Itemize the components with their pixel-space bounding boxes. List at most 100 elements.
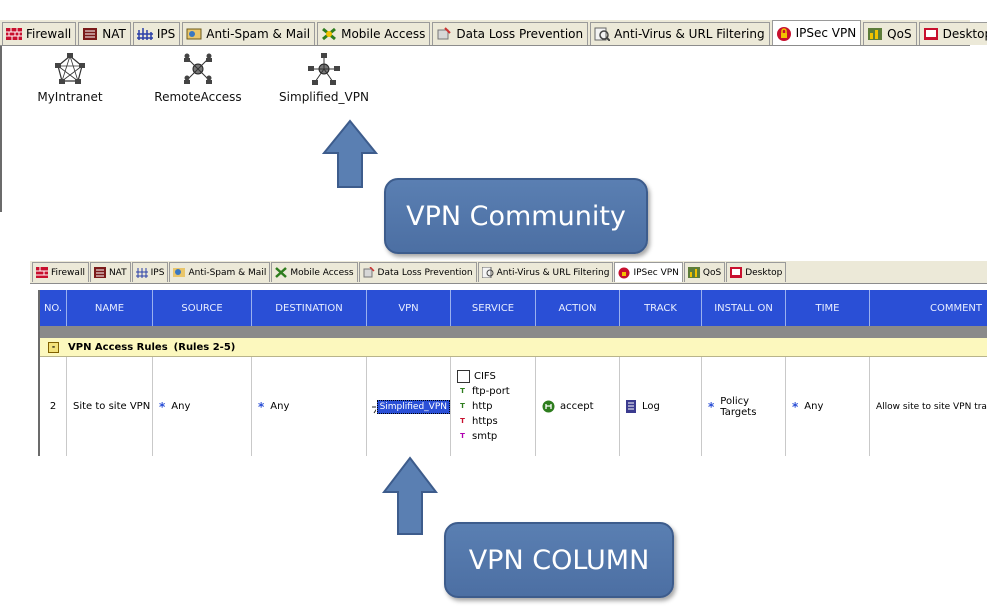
tab-label: QoS (702, 267, 722, 278)
table-header: NO. NAME SOURCE DESTINATION VPN SERVICE … (40, 290, 987, 326)
tab-ipsec-vpn[interactable]: IPSec VPN (614, 262, 683, 282)
tab-label: Firewall (26, 27, 72, 41)
column-header-source[interactable]: SOURCE (153, 290, 252, 326)
tcp-service-icon: T (460, 387, 465, 395)
tab-label: Mobile Access (341, 27, 426, 41)
tab-firewall[interactable]: Firewall (32, 262, 89, 282)
policy-tab-bar-small: Firewall NAT IPS Anti-Spam & Mail Mobile… (30, 261, 987, 284)
rule-name[interactable]: Site to site VPN (67, 357, 153, 456)
tab-ips[interactable]: IPS (132, 22, 181, 45)
tcp-service-icon: T (460, 432, 465, 440)
tab-nat[interactable]: NAT (89, 262, 131, 282)
header-divider (40, 326, 987, 338)
column-header-no[interactable]: NO. (40, 290, 67, 326)
tab-label: Anti-Spam & Mail (188, 267, 267, 278)
rule-vpn[interactable]: Simplified_VPN (367, 357, 451, 456)
column-header-comment[interactable]: COMMENT (870, 290, 987, 326)
community-label: MyIntranet (37, 90, 103, 104)
tab-anti-spam[interactable]: Anti-Spam & Mail (182, 22, 316, 45)
tab-anti-virus[interactable]: Anti-Virus & URL Filtering (477, 262, 614, 282)
service-item: CIFS (457, 370, 496, 383)
table-row[interactable]: 2 Site to site VPN * Any * Any Simplifie… (40, 357, 987, 456)
tab-label: Anti-Spam & Mail (206, 27, 311, 41)
rule-source[interactable]: * Any (153, 357, 252, 456)
column-header-destination[interactable]: DESTINATION (252, 290, 367, 326)
any-star-icon: * (159, 399, 166, 414)
tab-desktop[interactable]: Desktop (918, 22, 987, 45)
source-value: Any (171, 401, 191, 412)
any-star-icon: * (708, 399, 715, 414)
tab-mobile-access[interactable]: Mobile Access (271, 262, 358, 282)
tab-qos[interactable]: QoS (863, 22, 917, 45)
service-group-icon (457, 370, 470, 383)
rule-comment[interactable]: Allow site to site VPN traffic (876, 401, 987, 412)
tab-label: QoS (887, 27, 912, 41)
tab-label: Anti-Virus & URL Filtering (496, 267, 610, 278)
community-simplified-vpn[interactable]: Simplified_VPN (264, 52, 384, 104)
tab-nat[interactable]: NAT (78, 22, 131, 45)
desktop-icon (923, 27, 939, 41)
tab-firewall[interactable]: Firewall (2, 22, 77, 45)
vpn-value-selected[interactable]: Simplified_VPN (376, 399, 450, 414)
rule-destination[interactable]: * Any (252, 357, 367, 456)
section-title-row[interactable]: - VPN Access Rules (Rules 2-5) (40, 338, 987, 357)
time-value: Any (804, 401, 824, 412)
qos-icon (687, 267, 700, 278)
any-star-icon: * (792, 399, 799, 414)
tab-ipsec-vpn[interactable]: IPSec VPN (771, 20, 862, 45)
column-header-service[interactable]: SERVICE (451, 290, 536, 326)
mobile-icon (275, 267, 288, 278)
mail-icon (173, 267, 186, 278)
tab-qos[interactable]: QoS (683, 262, 726, 282)
rule-action[interactable]: accept (536, 357, 620, 456)
tcp-service-icon: T (460, 402, 465, 410)
install-on-value: Policy Targets (720, 395, 757, 418)
log-icon (626, 400, 636, 413)
rule-time[interactable]: * Any (786, 357, 870, 456)
column-header-install-on[interactable]: INSTALL ON (702, 290, 786, 326)
community-remoteaccess[interactable]: RemoteAccess (138, 52, 258, 104)
meshed-community-icon (55, 53, 85, 84)
tab-anti-spam[interactable]: Anti-Spam & Mail (169, 262, 271, 282)
vpn-column-callout: VPN COLUMN (444, 522, 674, 598)
tab-label: IPSec VPN (795, 26, 857, 40)
vpn-lock-icon (776, 26, 792, 41)
tab-label: Mobile Access (290, 267, 354, 278)
column-header-name[interactable]: NAME (67, 290, 153, 326)
policy-tab-bar: Firewall NAT IPS Anti-Spam & Mail Mobile… (0, 20, 987, 46)
star-community-icon (372, 406, 376, 413)
collapse-toggle[interactable]: - (48, 341, 59, 353)
desktop-icon (730, 267, 743, 278)
tab-label: IPS (156, 27, 176, 41)
tab-dlp[interactable]: Data Loss Prevention (358, 262, 477, 282)
rule-base-table: NO. NAME SOURCE DESTINATION VPN SERVICE … (38, 290, 987, 456)
tab-desktop[interactable]: Desktop (726, 262, 787, 282)
tab-label: Desktop (942, 27, 987, 41)
community-label: Simplified_VPN (279, 90, 369, 104)
accept-icon (542, 400, 555, 413)
tab-ips[interactable]: IPS (131, 262, 169, 282)
antivirus-icon (594, 27, 611, 42)
up-arrow-icon (382, 456, 438, 535)
nat-icon (93, 267, 106, 278)
rule-install-on[interactable]: * Policy Targets (702, 357, 786, 456)
tab-mobile-access[interactable]: Mobile Access (317, 22, 431, 45)
column-header-time[interactable]: TIME (786, 290, 870, 326)
column-header-track[interactable]: TRACK (620, 290, 702, 326)
column-header-vpn[interactable]: VPN (367, 290, 451, 326)
tab-anti-virus[interactable]: Anti-Virus & URL Filtering (590, 22, 770, 45)
tab-label: Data Loss Prevention (377, 267, 473, 278)
antivirus-icon (481, 266, 494, 279)
rule-track[interactable]: Log (620, 357, 702, 456)
any-star-icon: * (258, 399, 265, 414)
tab-label: Anti-Virus & URL Filtering (614, 27, 765, 41)
tab-label: NAT (102, 27, 126, 41)
community-myintranet[interactable]: MyIntranet (10, 52, 130, 104)
tab-dlp[interactable]: Data Loss Prevention (432, 22, 589, 45)
column-header-action[interactable]: ACTION (536, 290, 620, 326)
